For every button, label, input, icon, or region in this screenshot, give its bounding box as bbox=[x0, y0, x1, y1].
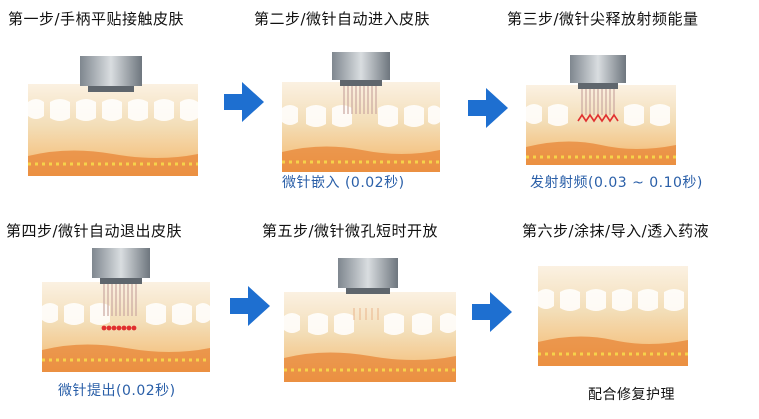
step-6-caption: 配合修复护理 bbox=[588, 387, 675, 403]
arrow-1-icon bbox=[224, 82, 264, 122]
skin-wave bbox=[42, 303, 210, 325]
coagulation-dots bbox=[101, 325, 137, 331]
step-3-caption: 发射射频(0.03 ~ 0.10秒) bbox=[530, 175, 703, 191]
skin-wave bbox=[538, 289, 684, 311]
step-4-caption: 微针提出(0.02秒) bbox=[58, 383, 176, 399]
step-3-panel bbox=[526, 55, 676, 165]
arrow-2-icon bbox=[468, 88, 508, 128]
skin-wave bbox=[526, 104, 670, 126]
step-4-panel bbox=[42, 248, 210, 372]
step-2-caption: 微针嵌入 (0.02秒) bbox=[282, 175, 405, 191]
rf-energy-wave bbox=[577, 113, 619, 123]
step-5-panel bbox=[284, 258, 456, 382]
arrow-3-icon bbox=[230, 286, 270, 326]
step-1-title: 第一步/手柄平贴接触皮肤 bbox=[8, 10, 185, 28]
arrow-4-icon bbox=[472, 292, 512, 332]
step-5-title: 第五步/微针微孔短时开放 bbox=[262, 222, 439, 240]
skin-wave bbox=[282, 105, 440, 127]
handpiece bbox=[92, 248, 150, 278]
skin-wave bbox=[28, 99, 198, 121]
skin-wave bbox=[284, 313, 456, 335]
handpiece bbox=[570, 55, 626, 83]
handpiece bbox=[338, 258, 398, 288]
step-2-panel bbox=[282, 52, 440, 172]
step-6-title: 第六步/涂抹/导入/透入药液 bbox=[522, 222, 710, 240]
step-3-title: 第三步/微针尖释放射频能量 bbox=[507, 10, 699, 28]
microneedles bbox=[343, 86, 377, 114]
step-1-panel bbox=[28, 56, 198, 176]
handpiece bbox=[80, 56, 142, 86]
step-2-title: 第二步/微针自动进入皮肤 bbox=[254, 10, 431, 28]
step-4-title: 第四步/微针自动退出皮肤 bbox=[6, 222, 183, 240]
micro-channels bbox=[353, 308, 379, 320]
handpiece bbox=[332, 52, 390, 80]
step-6-panel bbox=[538, 266, 688, 366]
